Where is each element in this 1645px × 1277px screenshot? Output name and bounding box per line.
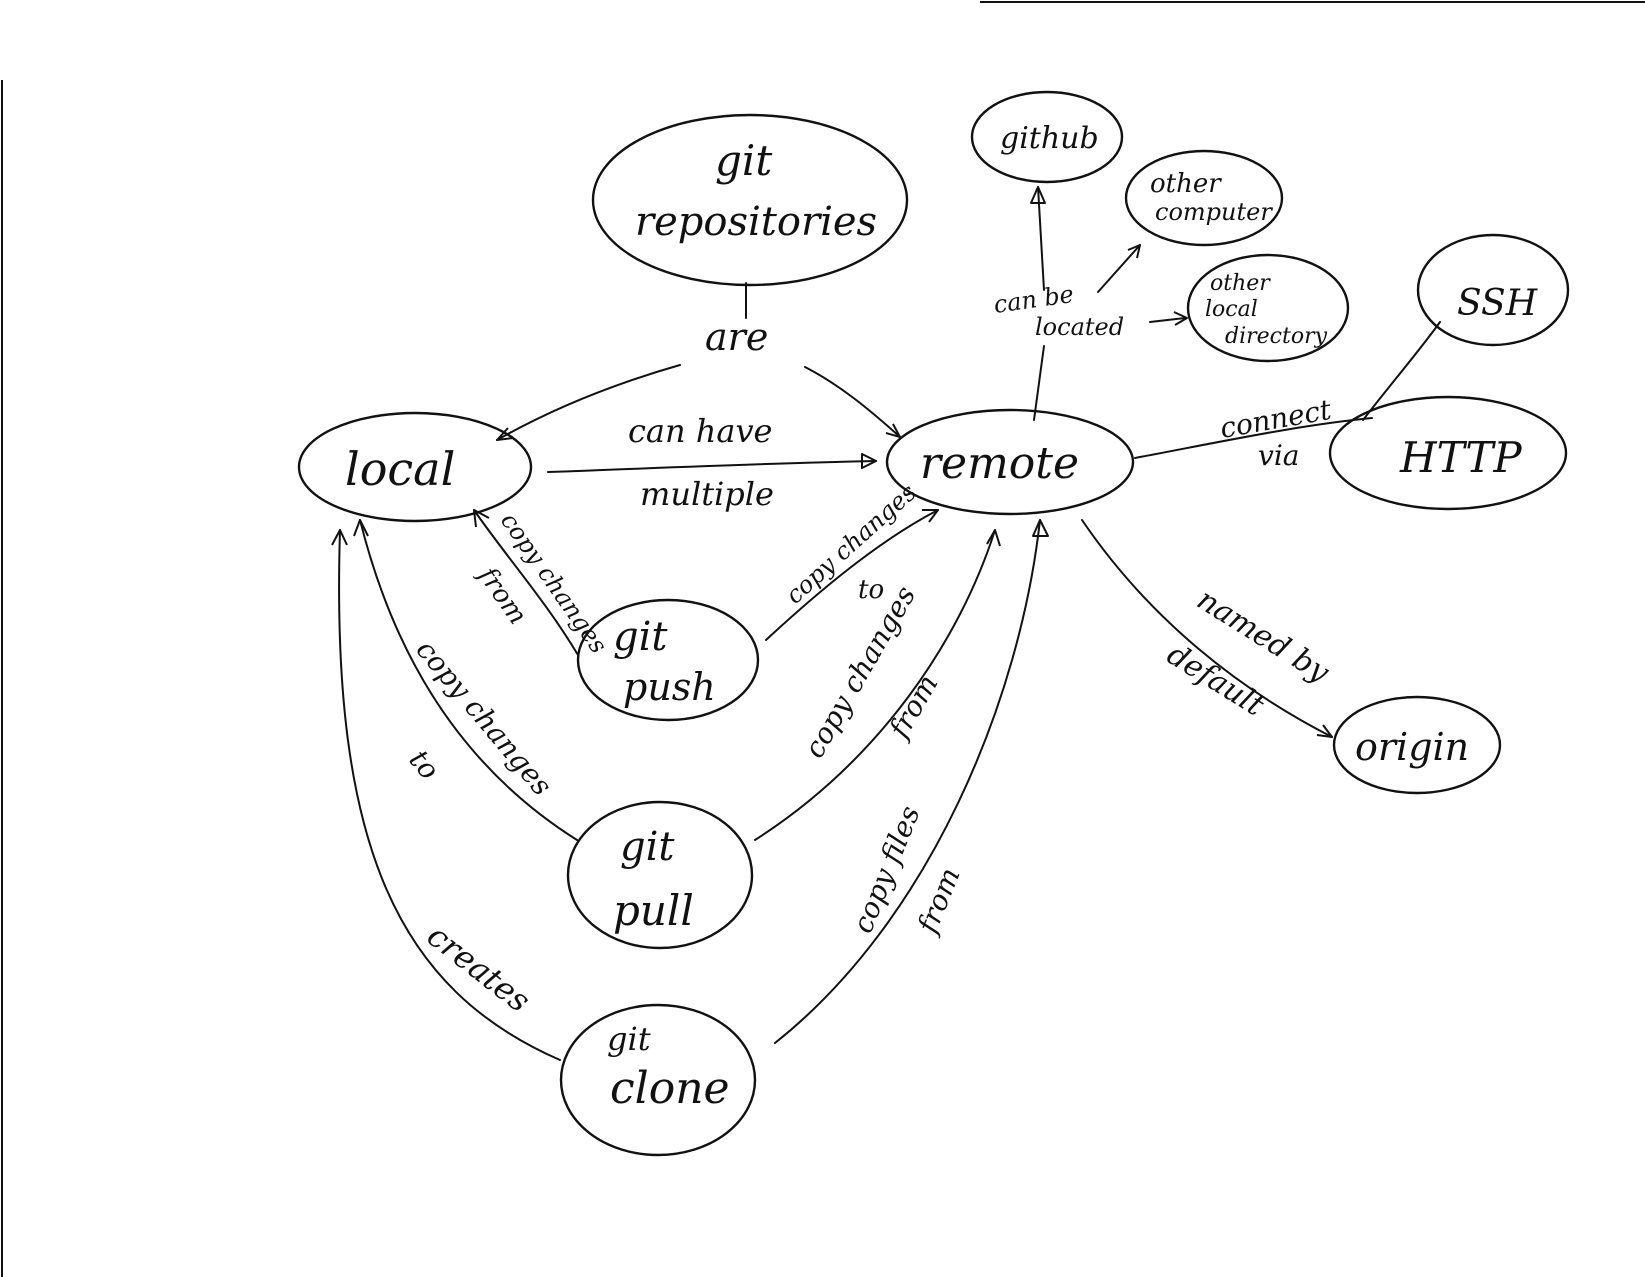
node-local: local	[297, 411, 533, 523]
node-other-computer-line2: computer	[1155, 198, 1273, 226]
edge-clone-remote-arrowhead	[1032, 519, 1049, 537]
node-github-label: github	[1000, 121, 1099, 156]
edge-label-push-to-2: to	[858, 575, 884, 605]
edge-label-can-have: can have	[628, 412, 772, 450]
edge-pull-remote-arrowhead	[986, 529, 1001, 547]
node-other-local-directory-line1: other	[1210, 271, 1271, 296]
node-remote-label: remote	[920, 438, 1079, 489]
edge-located-github	[1037, 186, 1045, 291]
node-git-push-line2: push	[623, 665, 716, 709]
node-git-clone-line2: clone	[610, 1063, 730, 1114]
edge-located-other-dir-arrowhead	[1173, 311, 1188, 326]
edge-pull-remote	[754, 529, 996, 841]
edge-are-local	[496, 364, 681, 441]
node-ssh: SSH	[1416, 233, 1570, 347]
node-origin: origin	[1332, 695, 1502, 795]
edge-label-pull-to-1: copy changes	[410, 633, 559, 802]
node-git-clone-line1: git	[607, 1020, 651, 1058]
node-other-local-directory: other local directory	[1186, 253, 1350, 363]
edge-label-located: located	[1035, 313, 1124, 341]
node-local-label: local	[345, 442, 455, 496]
node-git-repositories-line2: repositories	[635, 199, 877, 245]
node-git-push-line1: git	[613, 614, 668, 660]
node-ssh-label: SSH	[1457, 283, 1538, 324]
node-other-local-directory-line2: local	[1205, 297, 1258, 322]
edge-via-ssh	[1362, 321, 1441, 421]
edge-local-remote-arrowhead	[861, 453, 877, 469]
edge-label-push-from-2: from	[471, 560, 532, 630]
node-other-computer-line1: other	[1150, 169, 1222, 199]
edge-label-connect: connect	[1217, 393, 1334, 445]
node-github: github	[970, 90, 1124, 184]
edge-located-other-dir	[1149, 317, 1186, 323]
edge-are-remote	[804, 366, 901, 438]
node-http-label: HTTP	[1399, 433, 1522, 482]
edge-pull-local	[359, 519, 578, 841]
edge-clone-local-arrowhead	[331, 529, 348, 546]
edge-push-local-arrowhead	[473, 509, 490, 528]
edge-are-remote-arrowhead	[885, 423, 901, 438]
node-git-pull-line1: git	[620, 824, 675, 870]
edge-label-pull-from-2: from	[881, 669, 944, 745]
node-other-computer: other computer	[1124, 149, 1284, 247]
node-remote: remote	[885, 408, 1135, 516]
edge-remote-http	[1134, 417, 1373, 459]
node-git-push: git push	[576, 598, 760, 722]
node-git-repositories-line1: git	[715, 136, 772, 185]
edge-located-github-arrowhead	[1030, 186, 1046, 204]
edge-pull-local-arrowhead	[353, 519, 369, 537]
edge-local-remote	[547, 460, 877, 473]
edge-label-via: via	[1258, 439, 1299, 472]
node-git-repositories: git repositories	[591, 113, 909, 287]
edge-push-remote	[765, 509, 939, 641]
node-git-pull: git pull	[566, 800, 754, 950]
edge-located-other-computer	[1097, 244, 1141, 293]
edge-label-multiple: multiple	[640, 475, 774, 513]
node-origin-label: origin	[1355, 725, 1469, 769]
edge-remote-located	[1033, 345, 1045, 421]
edge-push-local	[473, 509, 579, 656]
edge-remote-origin-arrowhead	[1316, 724, 1333, 738]
edge-remote-origin	[1081, 519, 1333, 738]
edge-label-pull-to-2: to	[403, 743, 446, 786]
edge-label-are: are	[705, 315, 768, 359]
edge-label-creates: creates	[420, 916, 538, 1019]
node-git-clone: git clone	[559, 1003, 757, 1157]
edge-push-remote-arrowhead	[922, 509, 939, 523]
edge-clone-local	[338, 529, 561, 1061]
edge-clone-remote	[774, 519, 1041, 1044]
node-other-local-directory-line3: directory	[1225, 324, 1328, 349]
edge-located-other-computer-arrowhead	[1127, 244, 1141, 259]
node-git-pull-line2: pull	[613, 886, 694, 935]
node-http: HTTP	[1328, 395, 1568, 511]
